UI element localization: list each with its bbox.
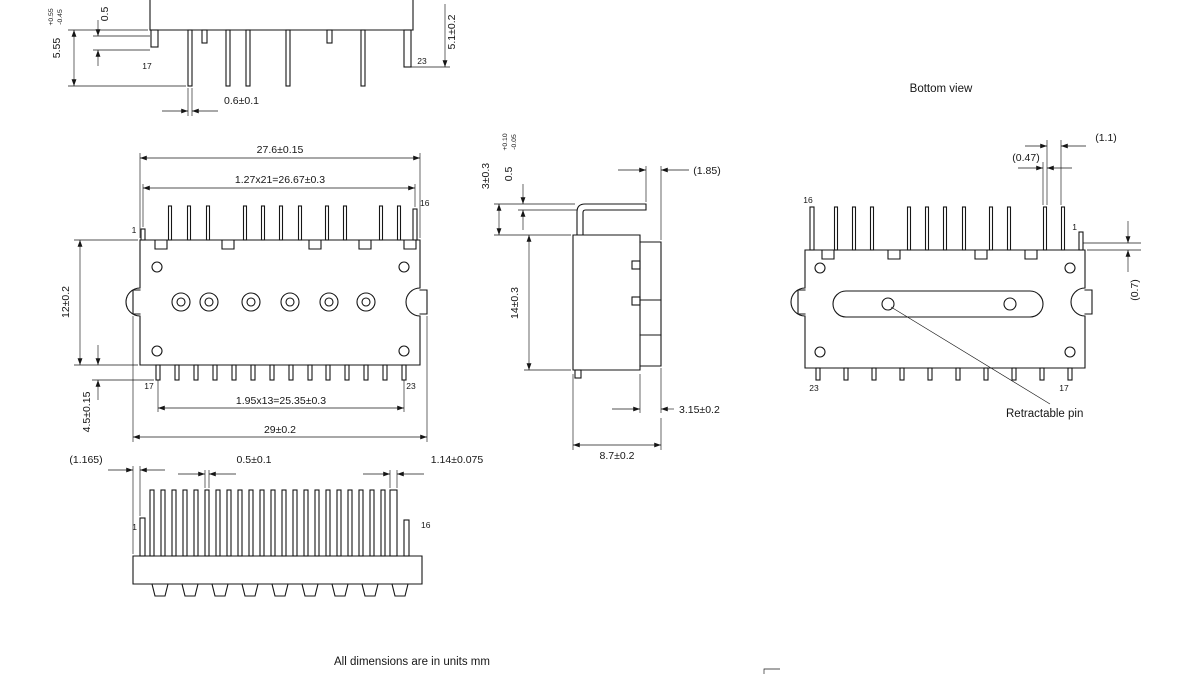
pin-detail-view-body: [132, 555, 423, 597]
dim-base-thickness: 3.15±0.2: [679, 404, 720, 416]
dim-bottom-pin-pitch: 1.95x13=25.35±0.3: [236, 395, 326, 407]
units-note: All dimensions are in units mm: [334, 656, 490, 668]
dim-standoff-tol-minus: -0.45: [57, 9, 64, 25]
dim-pin-width: 0.6±0.1: [224, 95, 259, 107]
pin-label-17: 17: [142, 61, 152, 71]
dim-overall-depth: 8.7±0.2: [600, 450, 635, 462]
bottom-view-dimensions: (0.47) (1.1) (0.7) Retractable pin 16 1 …: [803, 132, 1141, 420]
fold-mark: [763, 668, 780, 674]
dim-top-overhang: (1.85): [693, 165, 720, 177]
pin-label-23: 23: [417, 56, 427, 66]
bottom-view-pins: [809, 206, 1084, 251]
pin-detail-view-pins: [139, 489, 410, 557]
pin-detail-view-dimensions: (1.165) 0.5±0.1 1.14±0.075 1 16: [69, 454, 483, 554]
side-view-body: [572, 203, 662, 379]
pin-label-23: 23: [406, 381, 416, 391]
dim-standoff-tol-plus: +0.55: [48, 8, 55, 25]
dim-body-height: 12±0.2: [60, 286, 72, 318]
dim-body-height: 14±0.3: [509, 287, 521, 319]
partial-front-view: 5.55 +0.55 -0.45 0.5 5.1±0.2 0.6±0.1 17 …: [48, 0, 458, 116]
dim-lead-thickness-tol-minus: -0.05: [511, 134, 518, 150]
dim-overall-width: 29±0.2: [264, 424, 296, 436]
front-view-dimensions: 27.6±0.15 1.27x21=26.67±0.3 12±0.2 4.5±0…: [60, 144, 430, 442]
pin-label-23: 23: [809, 383, 819, 393]
dim-1-1: (1.1): [1095, 132, 1117, 144]
side-view: 3±0.3 0.5 +0.10 -0.05 (1.85) 14±0.3 3.15…: [480, 133, 721, 462]
dim-0-7: (0.7): [1129, 279, 1141, 301]
pin-label-16: 16: [803, 195, 813, 205]
front-view: 27.6±0.15 1.27x21=26.67±0.3 12±0.2 4.5±0…: [60, 144, 430, 442]
dim-body-width: 27.6±0.15: [257, 144, 304, 156]
dim-wide-pin-width: 1.14±0.075: [431, 454, 484, 466]
dim-lead-thickness: 0.5: [503, 167, 515, 182]
front-view-body: [125, 239, 428, 381]
pin-label-16: 16: [421, 520, 431, 530]
partial-front-view-dimensions: 5.55 +0.55 -0.45 0.5 5.1±0.2 0.6±0.1 17 …: [48, 4, 458, 116]
dim-pin-length: 5.1±0.2: [446, 14, 458, 49]
pin-label-17: 17: [144, 381, 154, 391]
dim-cut: 0.5: [99, 7, 111, 22]
dim-bend-height: 3±0.3: [480, 163, 492, 189]
dim-lead-thickness-tol-plus: +0.10: [502, 133, 509, 150]
side-view-dimensions: 3±0.3 0.5 +0.10 -0.05 (1.85) 14±0.3 3.15…: [480, 133, 721, 462]
dim-edge-offset: (1.165): [69, 454, 102, 466]
dim-pin-pitch: 1.27x21=26.67±0.3: [235, 174, 325, 186]
retractable-pin-label: Retractable pin: [1006, 408, 1083, 420]
pin-label-1: 1: [132, 225, 137, 235]
pin-label-1: 1: [1072, 222, 1077, 232]
pin-label-16: 16: [420, 198, 430, 208]
dim-pin-width: 0.5±0.1: [237, 454, 272, 466]
dim-pin-length: 4.5±0.15: [81, 391, 93, 432]
bottom-view: Bottom view: [790, 83, 1141, 420]
dim-0-47: (0.47): [1012, 152, 1039, 164]
pin-detail-view: (1.165) 0.5±0.1 1.14±0.075 1 16: [69, 454, 483, 597]
pin-label-1: 1: [132, 522, 137, 532]
partial-front-view-body: [149, 0, 414, 87]
pin-label-17: 17: [1059, 383, 1069, 393]
bottom-view-title: Bottom view: [910, 83, 973, 95]
bottom-view-body: [790, 249, 1093, 381]
dim-standoff: 5.55: [51, 38, 63, 59]
retractable-pin-leader: [890, 306, 1051, 405]
